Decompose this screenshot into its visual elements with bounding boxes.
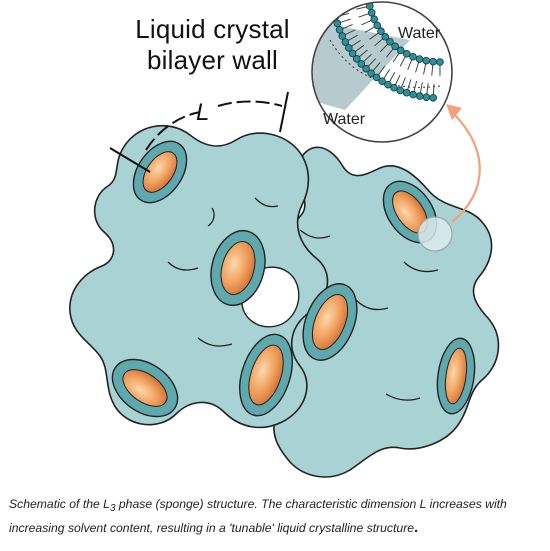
lipid-head — [357, 60, 366, 68]
lipid-head — [391, 42, 399, 51]
lipid-head — [429, 57, 437, 66]
bilayer-inset-icon: Water Water — [311, 0, 453, 143]
lipid-head — [390, 83, 398, 92]
lipid-head — [396, 46, 405, 55]
water-channel-far-right — [436, 337, 476, 415]
lipid-head — [409, 52, 417, 61]
curved-arrow-icon — [446, 104, 481, 223]
lipid-head — [367, 8, 376, 17]
dimension-label: L — [196, 99, 209, 126]
water-channel-center-left — [210, 229, 266, 307]
lipid-head — [386, 37, 394, 46]
lipid-head — [422, 56, 431, 65]
caption-subscript: 3 — [109, 503, 116, 514]
lipid-head — [335, 25, 344, 34]
lipid-head — [402, 88, 411, 97]
surface-creases — [167, 197, 439, 401]
inset-label-top: Water — [398, 25, 441, 42]
diagram-title-line-1: Liquid crystal — [135, 14, 290, 44]
lipid-head — [409, 90, 417, 99]
lipid-head — [372, 73, 381, 82]
lipid-head — [341, 38, 350, 46]
lipid-head — [345, 44, 353, 52]
caption-part-2: phase (sponge) structure. The characteri… — [9, 497, 507, 535]
lipid-head — [367, 69, 375, 78]
lipid-tail — [333, 7, 348, 11]
water-channel-center — [302, 283, 358, 361]
water-channel-top-left — [132, 140, 188, 204]
lipid-head — [402, 50, 411, 58]
lipid-head — [362, 64, 370, 73]
diagram-title-line-2: bilayer wall — [146, 45, 278, 75]
magnified-spot — [417, 216, 453, 252]
lipid-head — [422, 93, 431, 101]
lipid-head — [429, 93, 438, 102]
lipid-head — [330, 6, 338, 15]
lipid-head — [436, 58, 444, 66]
caption-end-mark: . — [414, 519, 419, 536]
lipid-head — [370, 15, 378, 24]
lipid-head — [381, 32, 390, 41]
water-channel-lower-center — [239, 333, 293, 417]
lipid-head — [377, 27, 385, 36]
lipid-head — [384, 80, 392, 89]
sponge-phase-diagram: L Water Water — [69, 0, 500, 478]
lipid-head — [329, 2, 337, 8]
lipid-head — [415, 92, 424, 100]
lipid-tail — [332, 2, 347, 4]
lipid-head — [378, 77, 386, 85]
inset-label-bottom: Water — [323, 111, 366, 128]
lipid-tail — [355, 0, 369, 1]
lipid-head — [396, 86, 405, 95]
lipid-head — [352, 55, 361, 63]
water-channel-lower-left — [111, 358, 179, 418]
figure-caption: Schematic of the L3 phase (sponge) struc… — [9, 492, 545, 540]
lipid-head — [373, 21, 382, 30]
lipid-head — [338, 32, 347, 40]
dimension-bracket-icon — [109, 91, 289, 173]
lipid-head — [348, 49, 357, 58]
caption-part-1: Schematic of the L — [9, 497, 110, 511]
lipid-head — [415, 55, 424, 63]
